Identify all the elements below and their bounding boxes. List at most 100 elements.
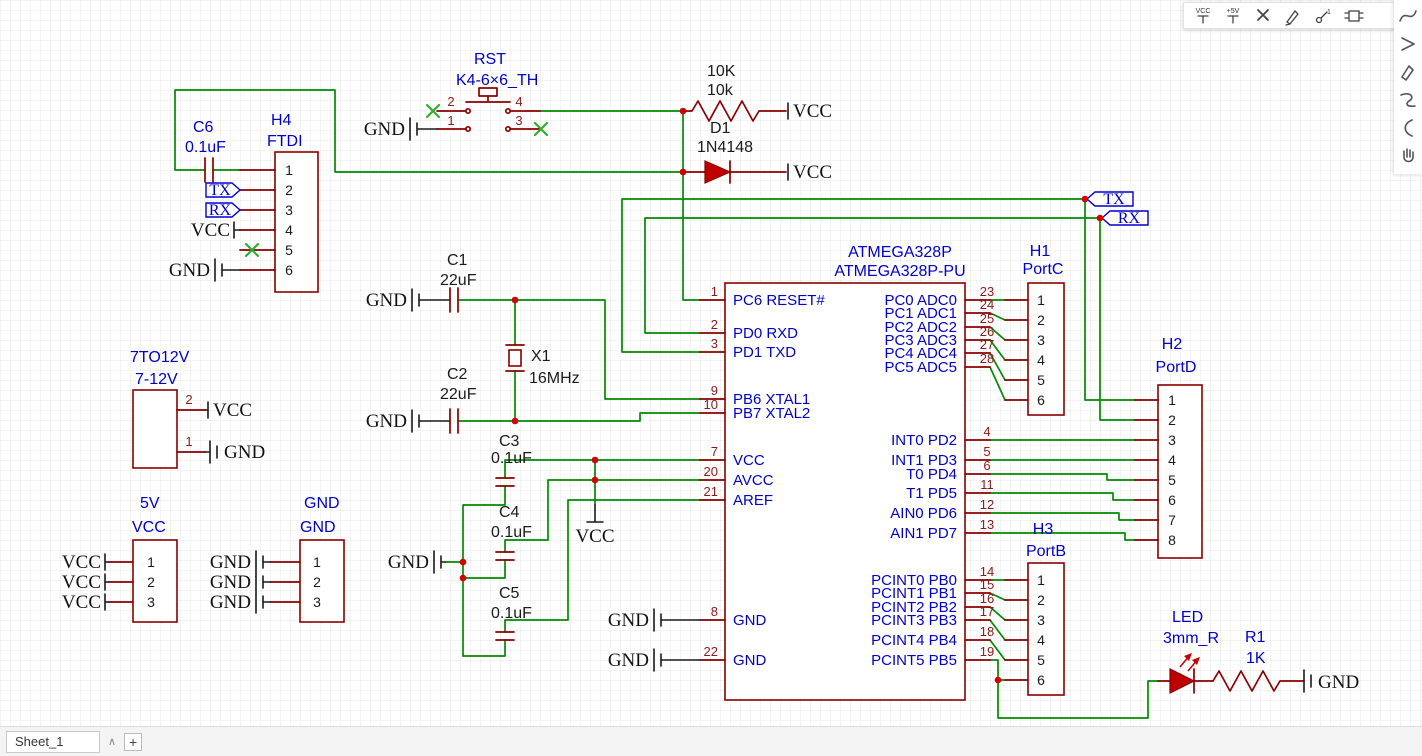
- net-flag-gnd-caps[interactable]: GND: [388, 550, 446, 574]
- d1-value-label[interactable]: 1N4148: [697, 139, 753, 156]
- net-flags-gnd-conngnd[interactable]: GND GND GND: [210, 550, 271, 614]
- net-flag-gnd-mcu22[interactable]: GND: [608, 648, 701, 672]
- component-h4-ftdi[interactable]: H4 FTDI 1 2 3 4 5 6: [239, 112, 319, 293]
- c6-value-label[interactable]: 0.1uF: [185, 139, 226, 156]
- led-ref-label[interactable]: LED: [1172, 609, 1203, 626]
- c6-ref-label[interactable]: C6: [193, 119, 214, 136]
- sheet-tab[interactable]: Sheet_1: [6, 730, 100, 753]
- c1-value-label[interactable]: 22uF: [440, 272, 477, 289]
- component-d1[interactable]: D1 1N4148: [682, 120, 787, 184]
- c2-ref-label[interactable]: C2: [447, 366, 468, 383]
- arrow-tool-icon[interactable]: [1396, 33, 1420, 55]
- pwr-ref-label[interactable]: 7TO12V: [130, 349, 190, 366]
- c5-ref-label[interactable]: C5: [499, 585, 520, 602]
- c1-ref-label[interactable]: C1: [447, 252, 468, 269]
- component-r10k[interactable]: 10K 10k: [682, 63, 787, 122]
- net-flag-gnd-mcu8[interactable]: GND: [608, 608, 701, 632]
- h3-value-label[interactable]: PortB: [1026, 543, 1066, 560]
- component-mcu-atmega328p[interactable]: ATMEGA328P ATMEGA328P-PU 1 2 3 9 10 7 20…: [699, 244, 994, 701]
- rst-ref-label[interactable]: RST: [474, 51, 506, 68]
- no-connect-tool-icon[interactable]: [1249, 4, 1276, 27]
- c4-value-label[interactable]: 0.1uF: [491, 524, 532, 541]
- net-flag-vcc-power[interactable]: VCC: [575, 504, 615, 547]
- component-c5[interactable]: C5 0.1uF: [491, 585, 532, 641]
- net-flag-rx-left[interactable]: RX: [205, 202, 242, 219]
- x1-value-label[interactable]: 16MHz: [529, 370, 580, 387]
- h2-ref-label[interactable]: H2: [1162, 336, 1183, 353]
- component-r1[interactable]: R1 1K: [1212, 629, 1305, 692]
- component-conn-5v[interactable]: 5V VCC 1 2 3: [107, 495, 178, 623]
- component-x1-crystal[interactable]: X1 16MHz: [505, 344, 580, 387]
- net-flag-tx-right[interactable]: TX: [1085, 191, 1134, 208]
- voltage-probe-tool-icon[interactable]: 1: [1309, 4, 1336, 27]
- c5-value-label[interactable]: 0.1uF: [491, 605, 532, 622]
- net-flag-rx-right[interactable]: RX: [1100, 210, 1149, 227]
- component-h2-portd[interactable]: H2 PortD 1 2 3 4 5 6 7 8: [1134, 336, 1203, 559]
- mcu-value-label[interactable]: ATMEGA328P-PU: [834, 263, 965, 280]
- net-flag-gnd-c1[interactable]: GND: [366, 288, 450, 312]
- net-flag-tx-left[interactable]: TX: [205, 182, 242, 199]
- component-c6[interactable]: C6 0.1uF: [185, 119, 226, 183]
- r10k-ref-label[interactable]: 10K: [707, 63, 736, 80]
- net-flag-vcc-ftdi[interactable]: VCC: [191, 220, 241, 241]
- h1-value-label[interactable]: PortC: [1023, 261, 1064, 278]
- mcu-pin-name: PC0 ADC0: [884, 292, 957, 309]
- net-flag-vcc-r10k[interactable]: VCC: [787, 101, 832, 122]
- component-pwr-7to12v[interactable]: 7TO12V 7-12V 2 1: [130, 349, 206, 469]
- wires-layer[interactable]: [174, 89, 1159, 719]
- net-flag-gnd-c2[interactable]: GND: [366, 409, 450, 433]
- net-flag-gnd-ftdi[interactable]: GND: [169, 258, 241, 282]
- component-c4[interactable]: C4 0.1uF: [491, 504, 532, 561]
- led-value-label[interactable]: 3mm_R: [1163, 630, 1219, 647]
- d1-ref-label[interactable]: D1: [710, 120, 731, 137]
- net-flags-vcc-conn5v[interactable]: VCC VCC VCC: [62, 552, 109, 613]
- add-sheet-button[interactable]: +: [124, 732, 143, 751]
- component-h1-portc[interactable]: H1 PortC 1 2 3 4 5 6: [1004, 243, 1065, 416]
- net-flag-gnd-pwr[interactable]: GND: [204, 440, 265, 464]
- vcc-power-tool-icon[interactable]: VCC: [1189, 4, 1216, 27]
- conn5v-value-label[interactable]: VCC: [132, 519, 166, 536]
- component-rst-button[interactable]: RST K4-6×6_TH 2 4 1 3: [436, 51, 541, 133]
- component-c1[interactable]: C1 22uF: [440, 252, 477, 313]
- net-flag-vcc-pwr[interactable]: VCC: [204, 400, 252, 421]
- conngnd-value-label[interactable]: GND: [300, 519, 336, 536]
- arc-tool-icon[interactable]: [1396, 117, 1420, 139]
- pan-tool-icon[interactable]: [1396, 145, 1420, 167]
- component-led[interactable]: LED 3mm_R: [1157, 609, 1219, 694]
- h3-ref-label[interactable]: H3: [1033, 521, 1054, 538]
- x1-ref-label[interactable]: X1: [531, 348, 551, 365]
- component-conn-gnd[interactable]: GND GND 1 2 3: [269, 495, 345, 623]
- component-c2[interactable]: C2 22uF: [440, 366, 477, 434]
- spline-tool-icon[interactable]: [1396, 89, 1420, 111]
- gnd-net-label: GND: [366, 411, 407, 432]
- sheet-collapse-button[interactable]: ∧: [108, 736, 117, 748]
- net-flag-gnd-rst[interactable]: GND: [364, 117, 438, 141]
- bezier-tool-icon[interactable]: [1396, 5, 1420, 27]
- h4-ref-label[interactable]: H4: [271, 112, 292, 129]
- mcu-ref-label[interactable]: ATMEGA328P: [848, 244, 952, 261]
- conngnd-ref-label[interactable]: GND: [304, 495, 340, 512]
- component-h3-portb[interactable]: H3 PortB 1 2 3 4 5 6: [1004, 521, 1066, 696]
- h2-value-label[interactable]: PortD: [1156, 359, 1197, 376]
- component-c3[interactable]: C3 0.1uF: [491, 433, 532, 487]
- h4-value-label[interactable]: FTDI: [267, 133, 303, 150]
- net-flag-gnd-r1[interactable]: GND: [1303, 669, 1359, 693]
- c3-ref-label[interactable]: C3: [499, 433, 520, 450]
- c4-ref-label[interactable]: C4: [499, 504, 520, 521]
- probe-tool-icon[interactable]: [1279, 4, 1306, 27]
- net-flag-vcc-d1[interactable]: VCC: [787, 162, 832, 183]
- net-port-tool-icon[interactable]: [1339, 4, 1366, 27]
- conn5v-ref-label[interactable]: 5V: [140, 495, 160, 512]
- r1-value-label[interactable]: 1K: [1246, 650, 1266, 667]
- plus5v-power-tool-icon[interactable]: +5V: [1219, 4, 1246, 27]
- pwr-value-label[interactable]: 7-12V: [135, 371, 178, 388]
- c2-value-label[interactable]: 22uF: [440, 386, 477, 403]
- r10k-value-label[interactable]: 10k: [707, 82, 734, 99]
- c3-value-label[interactable]: 0.1uF: [491, 450, 532, 467]
- pen-tool-icon[interactable]: [1396, 61, 1420, 83]
- h1-ref-label[interactable]: H1: [1030, 243, 1051, 260]
- r1-ref-label[interactable]: R1: [1245, 629, 1266, 646]
- rst-value-label[interactable]: K4-6×6_TH: [456, 72, 538, 89]
